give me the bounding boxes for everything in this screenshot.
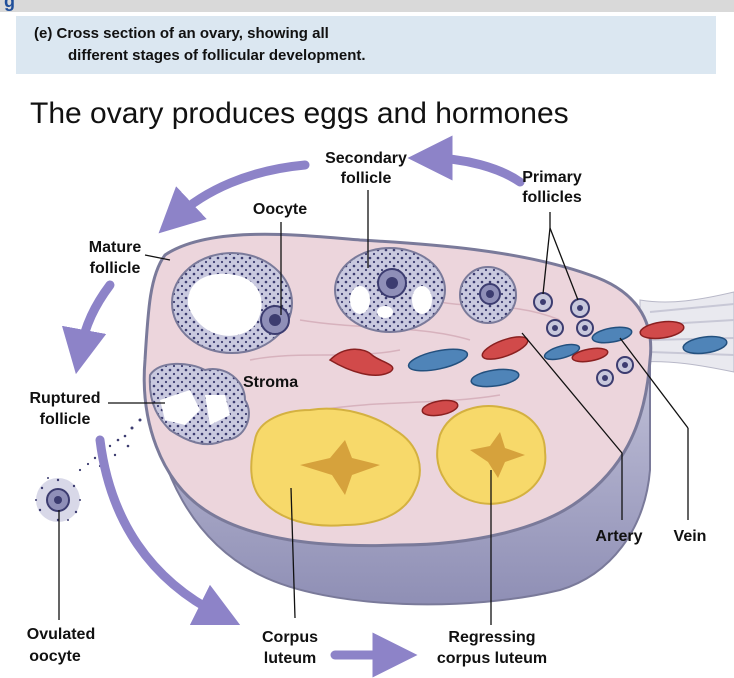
label-ovulated-oocyte-2: oocyte xyxy=(29,648,81,665)
label-secondary-follicle-2: follicle xyxy=(341,170,392,187)
label-ruptured-follicle-1: Ruptured xyxy=(29,390,100,407)
ruptured-follicle-shape xyxy=(78,362,250,472)
mature-follicle-shape xyxy=(171,252,293,354)
label-primary-follicles-1: Primary xyxy=(522,169,582,186)
label-artery: Artery xyxy=(595,528,642,545)
header-partial-title: g xyxy=(4,0,15,11)
figure-caption-box: (e) Cross section of an ovary, showing a… xyxy=(16,16,716,74)
label-stroma: Stroma xyxy=(243,374,298,391)
arrow-mature-to-ruptured xyxy=(61,280,115,375)
label-mature-follicle-1: Mature xyxy=(89,239,142,256)
label-regressing-corpus-luteum-1: Regressing xyxy=(448,629,535,646)
leader-lines xyxy=(58,190,689,625)
corpus-luteum-shape xyxy=(250,407,421,527)
blood-vessels xyxy=(328,320,728,417)
label-corpus-luteum-1: Corpus xyxy=(262,629,318,646)
early-follicle-shape xyxy=(459,266,517,324)
caption-line-1: (e) Cross section of an ovary, showing a… xyxy=(34,25,329,42)
slide-title: The ovary produces eggs and hormones xyxy=(30,97,569,130)
label-ruptured-follicle-2: follicle xyxy=(40,411,91,428)
cycle-arrows xyxy=(61,135,525,678)
label-secondary-follicle-1: Secondary xyxy=(325,150,407,167)
arrow-primary-to-secondary xyxy=(407,135,525,187)
label-regressing-corpus-luteum-2: corpus luteum xyxy=(437,650,547,667)
label-primary-follicles-2: follicles xyxy=(522,189,582,206)
label-mature-follicle-2: follicle xyxy=(90,260,141,277)
label-oocyte: Oocyte xyxy=(253,201,307,218)
arrow-ruptured-to-corpus xyxy=(95,435,241,626)
label-corpus-luteum-2: luteum xyxy=(264,650,316,667)
label-vein: Vein xyxy=(674,528,707,545)
ovulated-oocyte-shape xyxy=(35,477,81,522)
regressing-corpus-luteum-shape xyxy=(436,405,547,505)
caption-line-2: different stages of follicular developme… xyxy=(68,47,366,64)
secondary-follicle-shape xyxy=(334,247,446,333)
label-ovulated-oocyte-1: Ovulated xyxy=(27,626,95,643)
arrow-secondary-to-mature xyxy=(158,160,310,234)
top-bar: g xyxy=(0,0,734,12)
